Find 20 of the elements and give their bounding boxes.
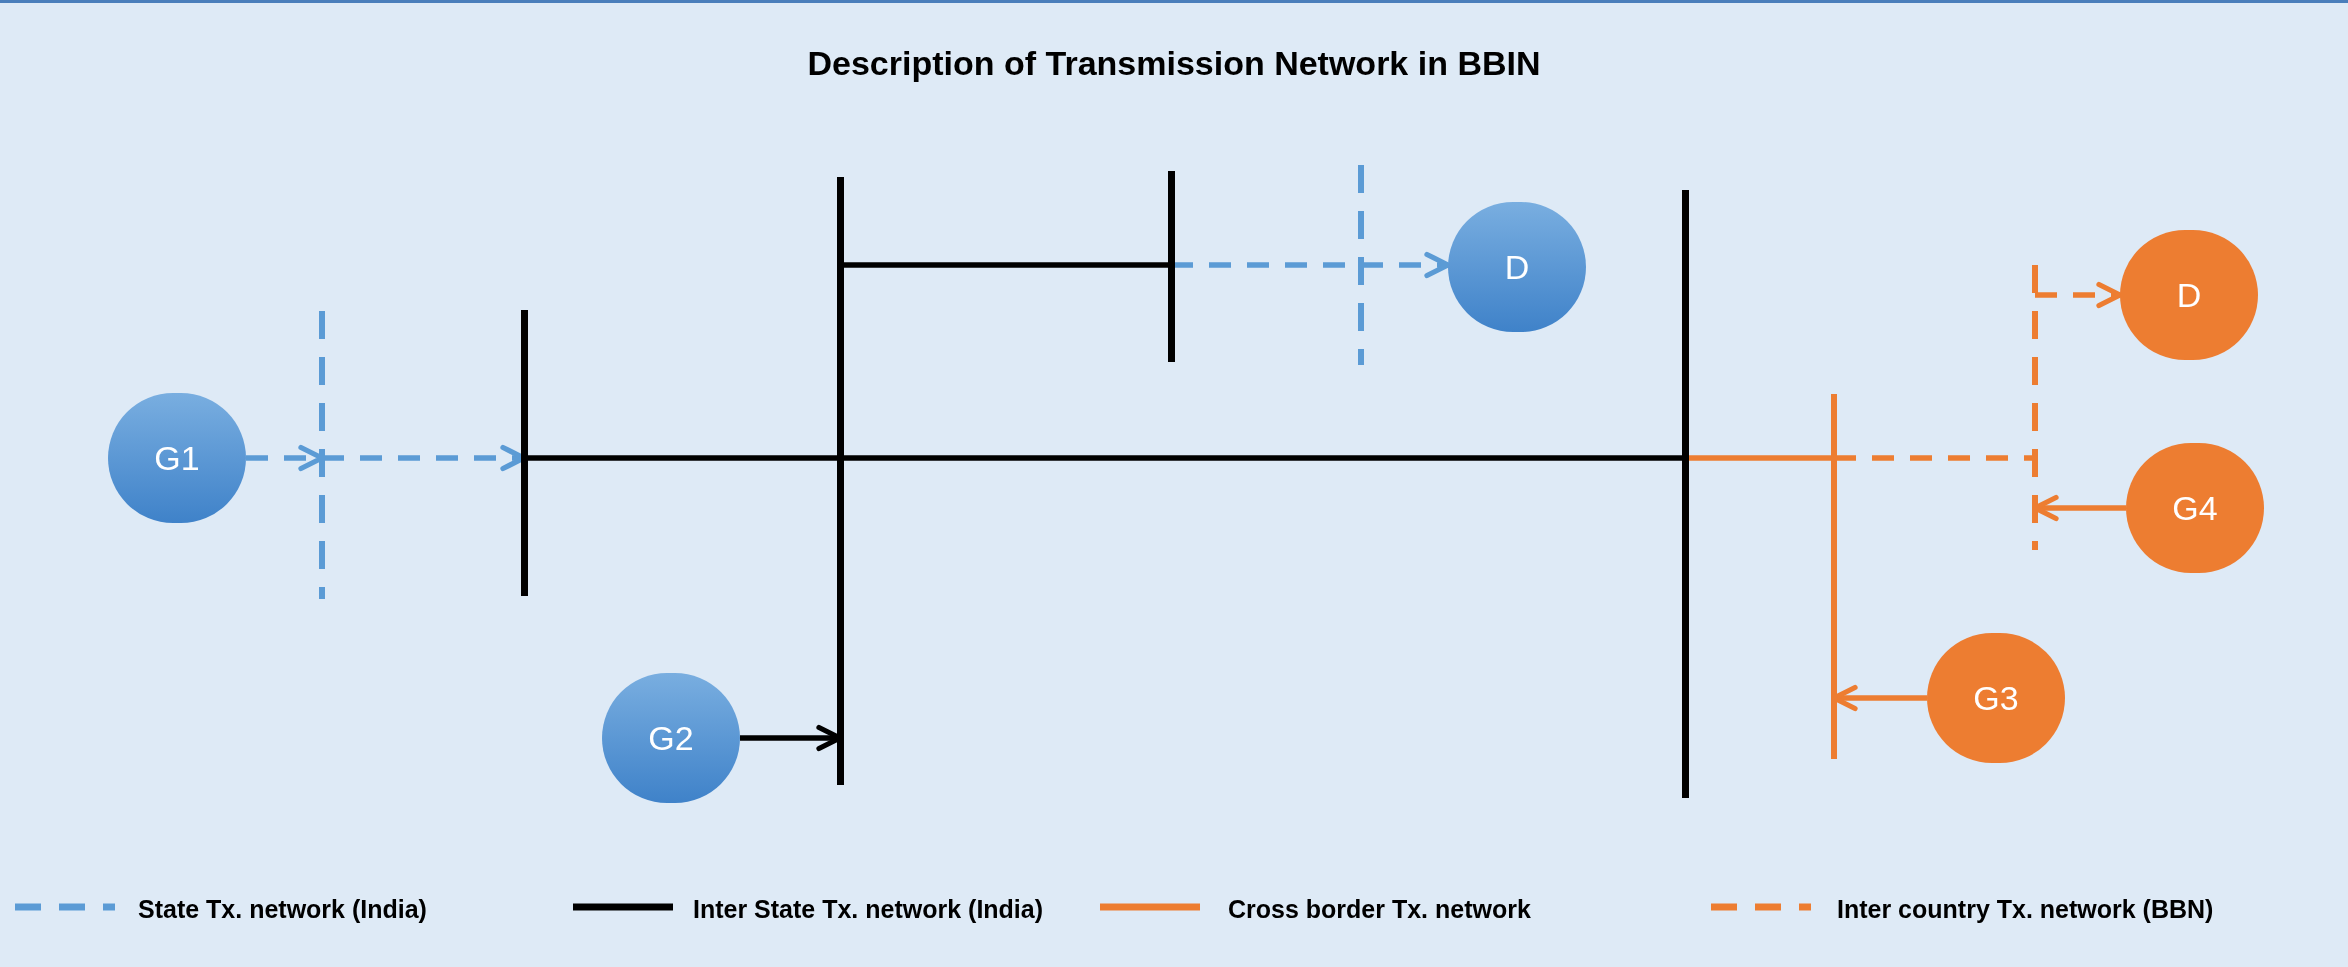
legend-label: State Tx. network (India): [138, 894, 427, 925]
node-label: G1: [154, 437, 200, 479]
bus-bar: [520, 310, 528, 596]
legend-label: Inter State Tx. network (India): [693, 894, 1044, 925]
legend-label: Cross border Tx. network: [1228, 894, 1531, 925]
node-label: D: [2176, 274, 2202, 316]
diagram-title: Description of Transmission Network in BBIN: [807, 44, 1541, 82]
bus-bar: [1167, 171, 1175, 362]
node-label: G3: [1973, 677, 2019, 719]
bus-bar: [1831, 394, 1837, 759]
node-label: G2: [648, 717, 694, 759]
bus-bar: [2032, 265, 2038, 550]
bus-bar: [836, 177, 844, 785]
bus-bar: [319, 311, 325, 599]
bus-bar: [1681, 190, 1689, 798]
bus-bar: [1358, 165, 1364, 365]
legend-label: Inter country Tx. network (BBN): [1837, 894, 2214, 925]
node-label: G4: [2172, 487, 2218, 529]
connector-line: [1834, 455, 2035, 461]
node-label: D: [1504, 246, 1530, 288]
